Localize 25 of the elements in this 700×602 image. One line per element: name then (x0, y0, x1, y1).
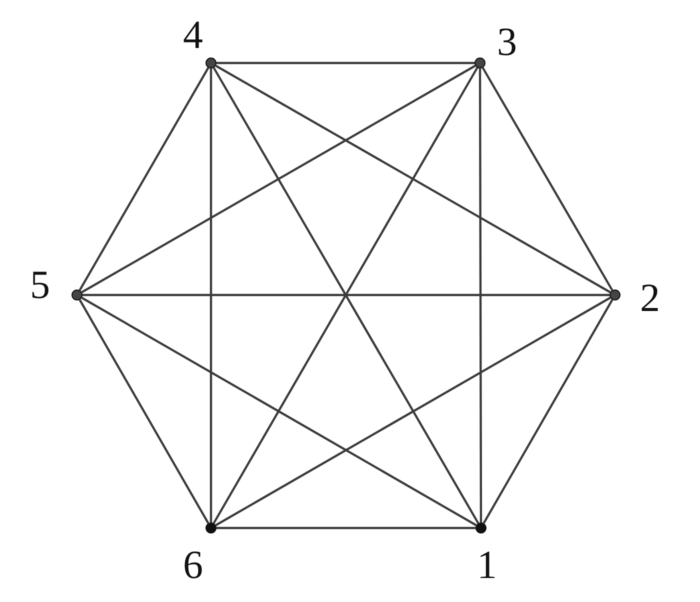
vertex-label: 2 (640, 278, 660, 318)
edge-line (210, 68, 212, 522)
vertex-dot (206, 522, 216, 534)
vertex-label: 6 (183, 545, 203, 585)
vertex-label: 1 (477, 545, 497, 585)
edge-line (478, 68, 482, 522)
edge-line (82, 294, 610, 296)
edge-line (81, 296, 477, 526)
vertex-label: 5 (30, 265, 50, 305)
vertex-label: 3 (497, 22, 517, 62)
vertex-dot (476, 522, 486, 534)
edge-line (482, 299, 614, 524)
edge-line (215, 64, 611, 294)
edge-line (482, 67, 614, 291)
edge-line (78, 299, 210, 524)
edge-line (78, 67, 210, 291)
vertex-label: 4 (183, 15, 203, 55)
vertex-dot (610, 290, 620, 300)
edge-line (216, 62, 474, 64)
edge-line (215, 296, 611, 526)
vertex-dot (206, 58, 216, 68)
vertex-dot (474, 58, 486, 68)
edge-line (216, 526, 476, 530)
vertex-dot (72, 290, 82, 300)
edge-line (81, 64, 476, 294)
